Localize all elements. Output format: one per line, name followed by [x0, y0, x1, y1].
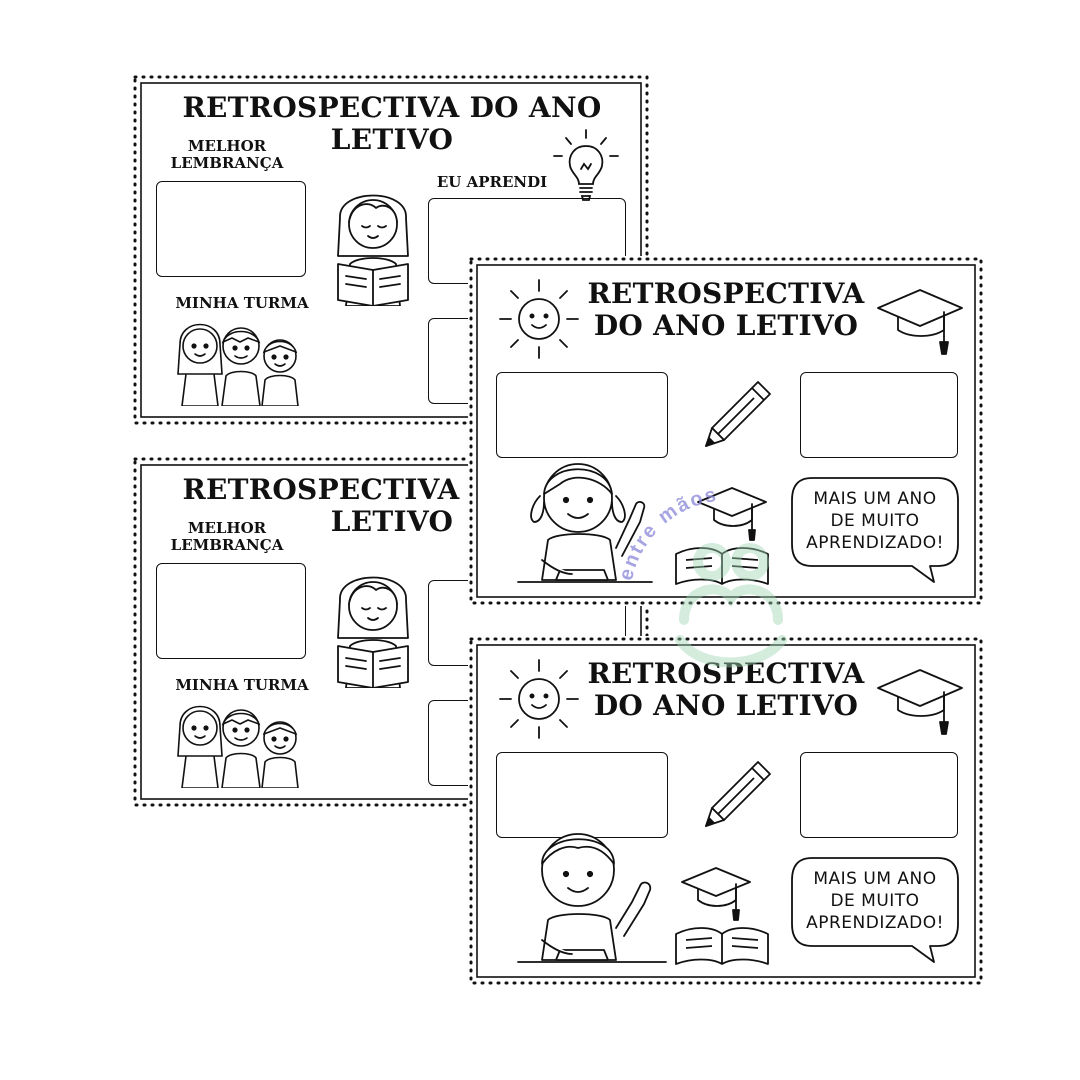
boy-waving-icon [517, 833, 667, 963]
my-class-label: MINHA TURMA [175, 294, 309, 312]
best-memory-label: MELHOR LEMBRANÇA [170, 519, 284, 554]
photo-box-right [800, 752, 958, 838]
worksheet-retrospective-c: RETROSPECTIVA DO ANO LETIVO [468, 256, 984, 606]
best-memory-box [156, 181, 306, 277]
graduation-cap-small-icon [681, 867, 751, 921]
my-class-label: MINHA TURMA [175, 676, 309, 694]
graduation-cap-icon [877, 669, 963, 735]
photo-box-left [496, 752, 668, 838]
classmates-icon [177, 323, 299, 406]
pencil-icon [705, 381, 771, 447]
open-book-icon [675, 927, 769, 965]
speech-bubble-icon [791, 477, 959, 583]
pencil-icon [705, 761, 771, 827]
graduation-cap-small-icon [697, 487, 767, 541]
open-book-icon [675, 547, 769, 585]
speech-bubble-icon [791, 857, 959, 963]
scalloped-border [133, 75, 649, 425]
motivation-text: MAIS UM ANO DE MUITO APRENDIZADO! [806, 869, 944, 933]
worksheet-retrospective-d: RETROSPECTIVA DO ANO LETIVO [468, 636, 984, 986]
motivation-text: MAIS UM ANO DE MUITO APRENDIZADO! [806, 489, 944, 553]
sun-icon [499, 279, 579, 359]
graduation-cap-icon [877, 289, 963, 355]
girl-waving-icon [517, 463, 653, 583]
learned-label: EU APRENDI [436, 173, 548, 191]
scalloped-border [133, 457, 649, 807]
best-memory-label: MELHOR LEMBRANÇA [170, 137, 284, 172]
sheet-title: RETROSPECTIVA DO ANO LETIVO [587, 657, 865, 722]
sheet-title: RETROSPECTIVA DO ANO LETIVO [587, 277, 865, 342]
best-memory-box [156, 563, 306, 659]
photo-box-right [800, 372, 958, 458]
girl-reading-icon [337, 576, 409, 688]
sheet-title: RETROSPECTIVA DO ANO LETIVO [182, 91, 602, 156]
girl-reading-icon [337, 194, 409, 306]
classmates-icon [177, 705, 299, 788]
lightbulb-icon [553, 129, 619, 201]
sun-icon [499, 659, 579, 739]
photo-box-left [496, 372, 668, 458]
worksheet-retrospective-a: RETROSPECTIVA DO ANO LETIVO MELHOR LEMBR… [132, 74, 650, 426]
